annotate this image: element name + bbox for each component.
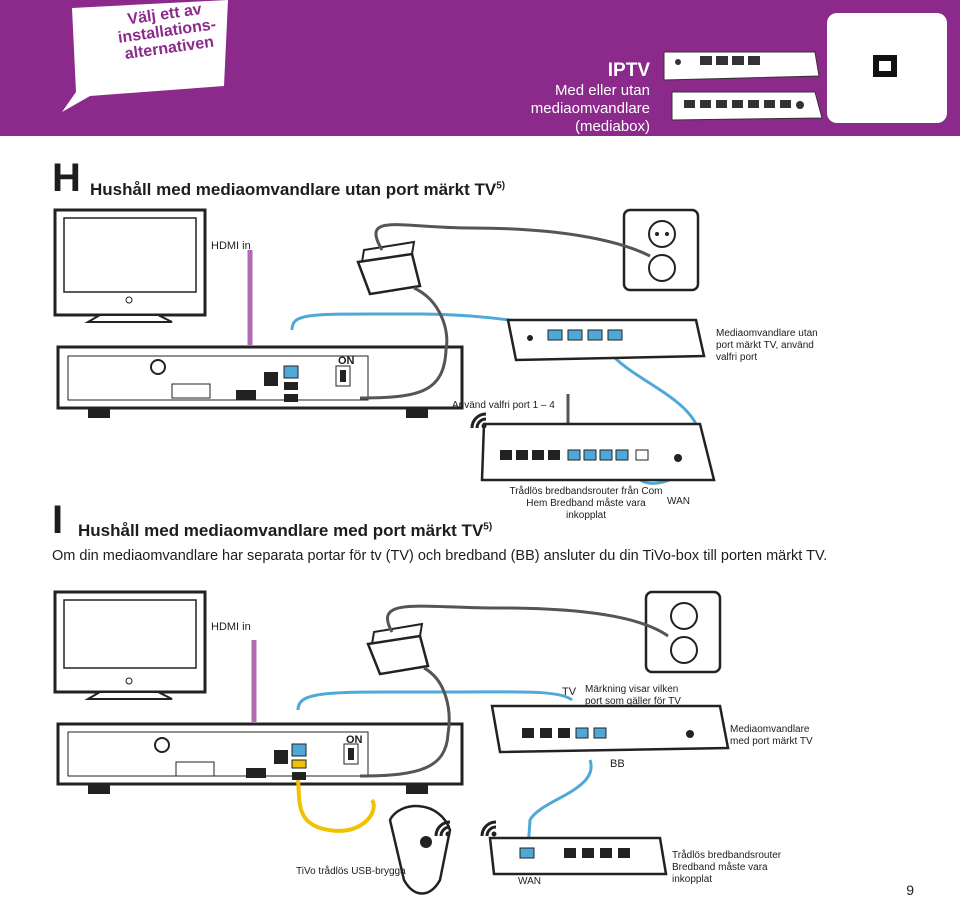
media-converter-icon — [506, 318, 706, 362]
banner-converter-icon — [671, 91, 823, 121]
iptv-title: IPTV — [607, 60, 650, 81]
hdmi-in-label-2: HDMI in — [211, 621, 251, 633]
router-icon — [480, 422, 716, 482]
media-converter-label: Mediaomvandlare utan port märkt TV, anvä… — [716, 328, 818, 363]
on-label: ON — [338, 355, 355, 367]
power-cable-wall — [374, 223, 651, 258]
tv-icon — [53, 208, 207, 323]
on-label-2: ON — [346, 734, 363, 746]
wan-label-2: WAN — [518, 876, 541, 887]
tivo-box-icon — [56, 345, 464, 418]
router-label: Trådlös bredbandsrouter från Com Hem Bre… — [509, 486, 663, 521]
power-adapter-icon — [356, 240, 422, 296]
router-label-2: Trådlös bredbandsrouter Bredband måste v… — [672, 850, 782, 885]
usb-bridge-label: TiVo trådlös USB-brygga — [296, 866, 406, 877]
wall-socket-icon — [827, 13, 947, 123]
usb-bridge-icon — [388, 804, 452, 895]
wall-outlet-icon-2 — [644, 590, 722, 674]
banner-switch-icon — [663, 51, 820, 81]
iptv-subtitle: Med eller utan mediaomvandlare (mediabox… — [530, 82, 650, 135]
usb-cable — [296, 779, 376, 833]
router-icon-2 — [488, 836, 668, 876]
wan-label: WAN — [667, 496, 690, 507]
power-cable-box — [359, 286, 449, 400]
page-number: 9 — [906, 882, 914, 898]
tivo-box-icon-2 — [56, 722, 464, 794]
ethernet-cable-bb — [526, 759, 593, 851]
wifi-icon — [470, 412, 487, 429]
tv-port-label: TV — [562, 686, 577, 698]
speech-bubble: Välj ett av installations-alternativen — [52, 0, 232, 112]
section-i-letter: I — [52, 498, 64, 542]
section-h-letter: H — [52, 156, 81, 200]
any-port-label: Använd valfri port 1 – 4 — [452, 400, 555, 411]
tv-icon-2 — [53, 590, 207, 700]
ethernet-cable-tv — [296, 690, 573, 711]
wifi-icon-3 — [480, 820, 497, 837]
bb-port-label: BB — [610, 758, 625, 770]
marking-label: Märkning visar vilken port som gäller fö… — [585, 684, 681, 707]
power-adapter-icon-2 — [366, 622, 430, 676]
wall-outlet-icon — [622, 208, 700, 292]
section-h-title: Hushåll med mediaomvandlare utan port mä… — [90, 180, 506, 199]
section-i-title: Hushåll med mediaomvandlare med port mär… — [78, 521, 493, 540]
power-cable-wall-2 — [386, 604, 669, 638]
media-converter-icon-2 — [490, 704, 730, 754]
wifi-icon-2 — [434, 820, 451, 837]
media-converter-label-2: Mediaomvandlare med port märkt TV — [730, 724, 813, 747]
hdmi-in-label: HDMI in — [211, 240, 251, 252]
section-i-body: Om din mediaomvandlare har separata port… — [52, 548, 828, 564]
power-cable-box-2 — [359, 666, 451, 778]
